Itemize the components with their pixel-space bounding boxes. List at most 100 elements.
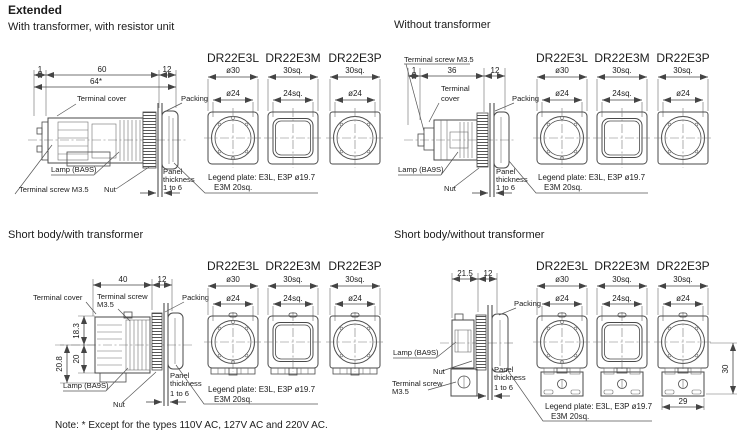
q4-title: Short body/without transformer	[394, 229, 545, 241]
q2-terminal-label: Terminal	[441, 84, 470, 93]
q3-side-view: 40 12 Terminal cover Terminal screw M3.5…	[33, 275, 209, 409]
q1-packing-label: Packing	[181, 94, 208, 103]
q3-bezel	[167, 312, 184, 370]
q2-packing-label: Packing	[512, 94, 539, 103]
q4-model-e3l: DR22E3L	[536, 259, 588, 273]
section-title: Extended	[8, 3, 62, 17]
q3-terminal-screw-label-1: Terminal screw	[97, 292, 148, 301]
q3-dim-20-8: 20.8	[55, 356, 64, 372]
q4-model-e3m: DR22E3M	[594, 259, 649, 273]
q1-bezel	[161, 110, 179, 170]
q4-e3m-inner-dim: 24sq.	[612, 294, 632, 303]
q4-panel-thickness-label-1: Panel	[494, 365, 514, 374]
q3-e3m-inner-dim: 24sq.	[283, 294, 303, 303]
q1-e3l-outer-dim: ø30	[226, 66, 240, 75]
q2-e3l-inner-dim: ø24	[555, 89, 569, 98]
q2-dim-1: 1	[412, 66, 417, 75]
q2-dim-36: 36	[448, 66, 457, 75]
q3-terminal-cover-label: Terminal cover	[33, 293, 83, 302]
q2-title: Without transformer	[394, 19, 491, 31]
q3-model-e3l: DR22E3L	[207, 259, 259, 273]
q2-panel-thickness-label-1: Panel	[496, 167, 516, 176]
q4-panel-thickness-label-2: thickness	[494, 373, 526, 382]
q4-e3l-inner-dim: ø24	[555, 294, 569, 303]
q3-panel-thickness-label-3: 1 to 6	[170, 389, 189, 398]
q3-panel-thickness-label-1: Panel	[170, 371, 190, 380]
q2-e3p-inner-dim: ø24	[676, 89, 690, 98]
q2-lamp-label: Lamp (BA9S)	[398, 165, 444, 174]
q2-terminal-screw-label: Terminal screw M3.5	[404, 55, 474, 64]
q2-cover-label: cover	[441, 94, 460, 103]
q3-knurled-ring	[151, 312, 163, 371]
q3-dim-40: 40	[119, 275, 128, 284]
q3-legend-line2: E3M 20sq.	[214, 395, 252, 404]
q1-nut-label: Nut	[104, 185, 117, 194]
q1-resistor-unit	[66, 151, 111, 167]
q4-terminal-screw-label-1: Terminal screw	[392, 379, 443, 388]
q2-model-e3l: DR22E3L	[536, 51, 588, 65]
q3-e3p-outer-dim: 30sq.	[345, 275, 365, 284]
q2-nut-label: Nut	[444, 184, 457, 193]
q4-dim-30: 30	[721, 364, 730, 373]
q4-e3m-outer-dim: 30sq.	[612, 275, 632, 284]
q1-legend-line2: E3M 20sq.	[214, 183, 252, 192]
q1-dim-60: 60	[98, 65, 107, 74]
q1-dim-64: 64*	[90, 77, 102, 86]
q2-model-e3p: DR22E3P	[656, 51, 709, 65]
q4-front-views: DR22E3L DR22E3M DR22E3P ø30 30sq. 30sq. …	[505, 259, 737, 422]
q3-packing-label: Packing	[182, 293, 209, 302]
q1-terminal-cover-label: Terminal cover	[77, 94, 127, 103]
q1-e3l-inner-dim: ø24	[226, 89, 240, 98]
q4-dim-21-5: 21.5	[457, 269, 473, 278]
q1-e3m-inner-dim: 24sq.	[283, 89, 303, 98]
q1-e3p-outer-dim: 30sq.	[345, 66, 365, 75]
q2-e3l-outer-dim: ø30	[555, 66, 569, 75]
q4-bezel	[491, 313, 509, 373]
q4-model-e3p: DR22E3P	[656, 259, 709, 273]
q1-dim-12: 12	[163, 65, 172, 74]
q2-side-view: 1 36 12 Terminal screw M3.5 Terminal cov…	[398, 55, 539, 197]
q3-front-views: DR22E3L DR22E3M DR22E3P ø30 30sq. 30sq. …	[175, 259, 385, 405]
q2-e3m-outer-dim: 30sq.	[612, 66, 632, 75]
q4-knurled-ring	[475, 314, 487, 371]
q2-legend-line2: E3M 20sq.	[544, 183, 582, 192]
q1-title: With transformer, with resistor unit	[8, 21, 174, 33]
q3-terminal-screw-label-2: M3.5	[97, 300, 114, 309]
q4-packing-label: Packing	[514, 299, 541, 308]
q2-front-views: DR22E3L DR22E3M DR22E3P ø30 30sq. 30sq. …	[508, 51, 713, 194]
q3-model-e3m: DR22E3M	[265, 259, 320, 273]
q4-e3l-outer-dim: ø30	[555, 275, 569, 284]
q2-legend-line1: Legend plate: E3L, E3P ø19.7	[538, 173, 646, 182]
q1-knurled-ring	[142, 111, 157, 169]
q4-e3p-outer-dim: 30sq.	[673, 275, 693, 284]
q4-dim-12: 12	[484, 269, 493, 278]
q3-model-e3p: DR22E3P	[328, 259, 381, 273]
q4-side-view: 21.5 12 Packing Lamp (BA9S) Nut Terminal…	[392, 269, 541, 400]
q1-panel-thickness-label-1: Panel	[163, 167, 183, 176]
q1-lamp-label: Lamp (BA9S)	[51, 165, 97, 174]
q3-lamp-label: Lamp (BA9S)	[63, 381, 109, 390]
q2-e3p-outer-dim: 30sq.	[673, 66, 693, 75]
q1-legend-line1: Legend plate: E3L, E3P ø19.7	[208, 173, 316, 182]
q2-e3m-inner-dim: 24sq.	[612, 89, 632, 98]
q2-bezel	[493, 111, 510, 169]
q3-panel-thickness-label-2: thickness	[170, 379, 202, 388]
q1-model-e3p: DR22E3P	[328, 51, 381, 65]
q3-legend-line1: Legend plate: E3L, E3P ø19.7	[208, 385, 316, 394]
q1-dim-1: 1	[38, 65, 43, 74]
q3-nut-label: Nut	[113, 400, 126, 409]
q2-knurled-ring	[476, 112, 489, 168]
q4-lamp-label: Lamp (BA9S)	[393, 348, 439, 357]
q2-model-e3m: DR22E3M	[594, 51, 649, 65]
q4-terminal-screw-label-2: M3.5	[392, 387, 409, 396]
q4-panel-thickness-label-3: 1 to 6	[494, 383, 513, 392]
q4-nut-label: Nut	[433, 367, 446, 376]
q3-e3l-outer-dim: ø30	[226, 275, 240, 284]
q3-e3l-inner-dim: ø24	[226, 294, 240, 303]
q1-side-view: 1 60 12 64* Terminal cover Packing Lamp …	[14, 65, 208, 197]
q4-e3p-inner-dim: ø24	[676, 294, 690, 303]
q1-panel-thickness-label-3: 1 to 6	[163, 183, 182, 192]
q3-dim-12: 12	[158, 275, 167, 284]
q1-e3p-inner-dim: ø24	[348, 89, 362, 98]
